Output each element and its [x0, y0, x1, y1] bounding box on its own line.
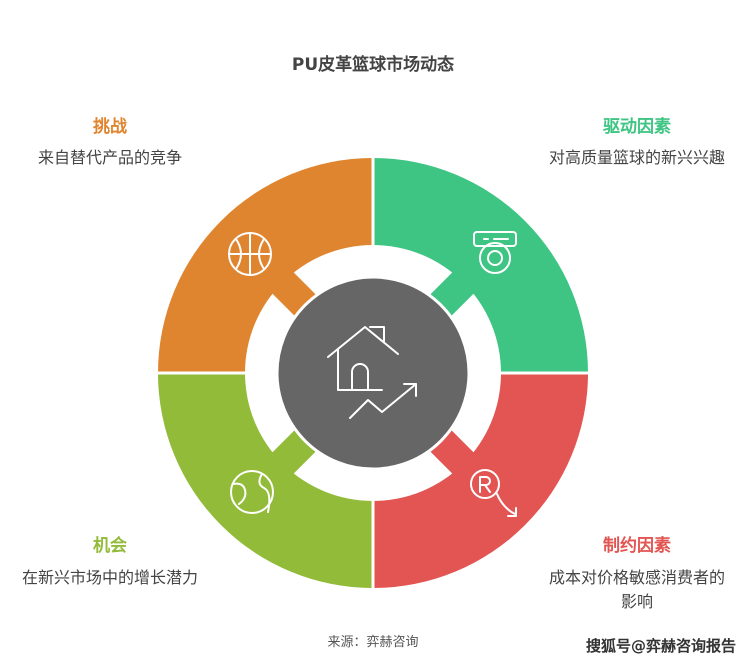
restraints-desc: 成本对价格敏感消费者的影响 [548, 568, 725, 611]
drivers-desc: 对高质量篮球的新兴兴趣 [548, 148, 725, 167]
challenge-heading: 挑战 [93, 117, 127, 137]
challenge-desc: 来自替代产品的竞争 [37, 148, 182, 167]
watermark: 搜狐号@弈赫咨询报告 [585, 637, 736, 655]
house-trend-icon [327, 326, 417, 419]
source-note: 来源：弈赫咨询 [327, 635, 419, 650]
opportunity-desc: 在新兴市场中的增长潜力 [21, 568, 198, 587]
page-title: PU皮革篮球市场动态 [291, 55, 455, 75]
sensor-device-icon [473, 231, 517, 274]
drivers-heading: 驱动因素 [603, 117, 671, 137]
globe-icon [230, 470, 274, 514]
restraints-heading: 制约因素 [603, 536, 671, 556]
opportunity-heading: 机会 [93, 536, 127, 556]
center-circle [275, 275, 471, 471]
basketball-icon [228, 232, 272, 276]
price-down-icon [470, 469, 517, 517]
